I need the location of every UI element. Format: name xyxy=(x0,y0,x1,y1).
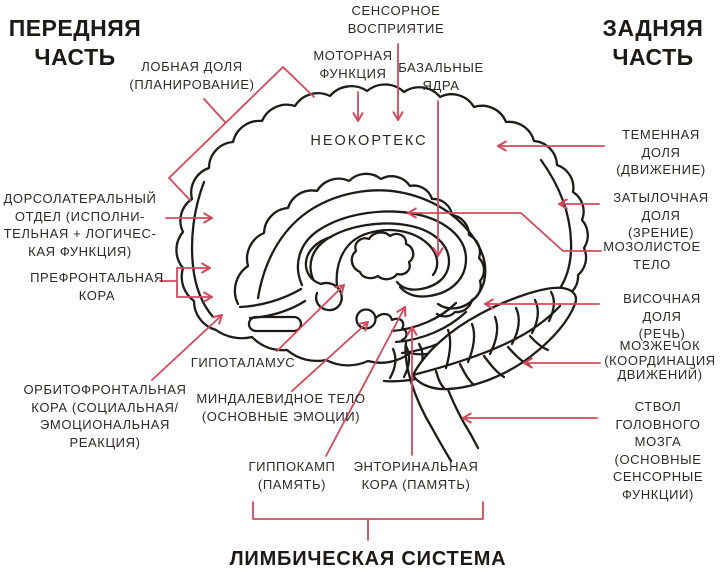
label-occipital-lobe: ЗАТЫЛОЧНАЯ ДОЛЯ (ЗРЕНИЕ) xyxy=(613,190,709,240)
arrowhead-icon xyxy=(203,212,213,224)
label-sensory-perception: СЕНСОРНОЕ ВОСПРИЯТИЕ xyxy=(347,3,445,36)
arrowhead-icon xyxy=(558,198,568,210)
label-temporal-lobe: ВИСОЧНАЯ ДОЛЯ (РЕЧЬ) xyxy=(623,291,701,341)
corpus-callosum-shape xyxy=(296,210,468,298)
leader-frontal-tick-top xyxy=(282,66,315,98)
thalamus-shape xyxy=(350,231,415,281)
label-orbitofrontal-cortex: ОРБИТОФРОНТАЛЬНАЯ КОРА (СОЦИАЛЬНАЯ/ ЭМОЦ… xyxy=(23,382,187,450)
arrowhead-icon xyxy=(484,298,494,310)
arrowhead-icon xyxy=(352,112,364,122)
label-motor-function: МОТОРНАЯ ФУНКЦИЯ xyxy=(313,48,393,81)
header-back: ЗАДНЯЯ ЧАСТЬ xyxy=(602,15,704,70)
label-limbic-system: ЛИМБИЧЕСКАЯ СИСТЕМА xyxy=(229,548,507,570)
label-hypothalamus: ГИПОТАЛАМУС xyxy=(190,355,296,370)
label-hippocampus: ГИППОКАМП (ПАМЯТЬ) xyxy=(248,459,336,492)
arrowhead-icon xyxy=(406,326,418,336)
leader-hypothalamus xyxy=(276,284,345,352)
brain-line-art xyxy=(175,83,589,463)
arrowhead-icon xyxy=(203,291,213,303)
arrowhead-icon xyxy=(396,306,407,317)
arrowhead-icon xyxy=(334,284,345,295)
arrowhead-icon xyxy=(497,140,507,152)
arrowhead-icon xyxy=(523,357,533,369)
leader-sensory xyxy=(392,43,404,121)
label-corpus-callosum: МОЗОЛИСТОЕ ТЕЛО xyxy=(603,239,701,272)
label-dorsolateral-region: ДОРСОЛАТЕРАЛЬНЫЙ ОТДЕЛ (ИСПОЛНИ- ТЕЛЬНАЯ… xyxy=(3,191,157,259)
arrowhead-icon xyxy=(432,247,444,257)
arrowhead-icon xyxy=(212,314,223,325)
inner-ring xyxy=(233,172,486,318)
leader-limbic-bracket xyxy=(252,501,484,520)
leader-hippocampus xyxy=(325,306,407,457)
leader-frontal-tick-bot xyxy=(168,177,191,201)
label-frontal-lobe: ЛОБНАЯ ДОЛЯ (ПЛАНИРОВАНИЕ) xyxy=(129,59,255,92)
leader-corpus-callosum xyxy=(407,207,602,252)
label-parietal-lobe: ТЕМЕННАЯ ДОЛЯ (ДВИЖЕНИЕ) xyxy=(616,127,706,177)
label-entorhinal-cortex: ЭНТОРИНАЛЬНАЯ КОРА (ПАМЯТЬ) xyxy=(353,459,479,492)
arrowhead-icon xyxy=(358,321,369,332)
leader-motor xyxy=(352,91,364,122)
label-prefrontal-cortex: ПРЕФРОНТАЛЬНАЯ КОРА xyxy=(30,270,164,303)
leader-basal-nuclei xyxy=(432,100,444,257)
label-amygdala: МИНДАЛЕВИДНОЕ ТЕЛО (ОСНОВНЫЕ ЭМОЦИИ) xyxy=(196,391,366,424)
arrowhead-icon xyxy=(392,111,404,121)
header-front: ПЕРЕДНЯЯ ЧАСТЬ xyxy=(8,15,142,70)
label-cerebellum: МОЗЖЕЧОК (КООРДИНАЦИЯ ДВИЖЕНИЙ) xyxy=(604,338,716,382)
leader-frontal-bracket xyxy=(168,66,284,179)
arrowhead-icon xyxy=(201,262,211,274)
leader-occipital xyxy=(558,198,600,210)
leader-temporal xyxy=(484,298,600,310)
arrowhead-icon xyxy=(407,207,417,219)
label-neocortex: НЕОКОРТЕКС xyxy=(310,133,428,149)
brainstem-shape xyxy=(404,340,453,463)
leader-entorhinal xyxy=(406,326,418,456)
leader-cerebellum xyxy=(523,357,601,369)
leader-prefrontal-a1 xyxy=(176,262,211,274)
leader-prefrontal-a2 xyxy=(176,291,213,303)
leader-dorsolateral xyxy=(165,212,213,224)
label-basal-nuclei: БАЗАЛЬНЫЕ ЯДРА xyxy=(398,60,484,93)
leader-frontal-tick-mid xyxy=(203,98,226,123)
arrowhead-icon xyxy=(462,412,472,424)
leader-brainstem xyxy=(462,412,598,424)
leader-lines xyxy=(151,43,605,541)
label-brainstem: СТВОЛ ГОЛОВНОГО МОЗГА (ОСНОВНЫЕ СЕНСОРНЫ… xyxy=(612,399,704,502)
leader-parietal xyxy=(497,140,605,152)
leader-amygdala xyxy=(291,321,369,392)
leader-orbitofrontal xyxy=(151,314,223,381)
